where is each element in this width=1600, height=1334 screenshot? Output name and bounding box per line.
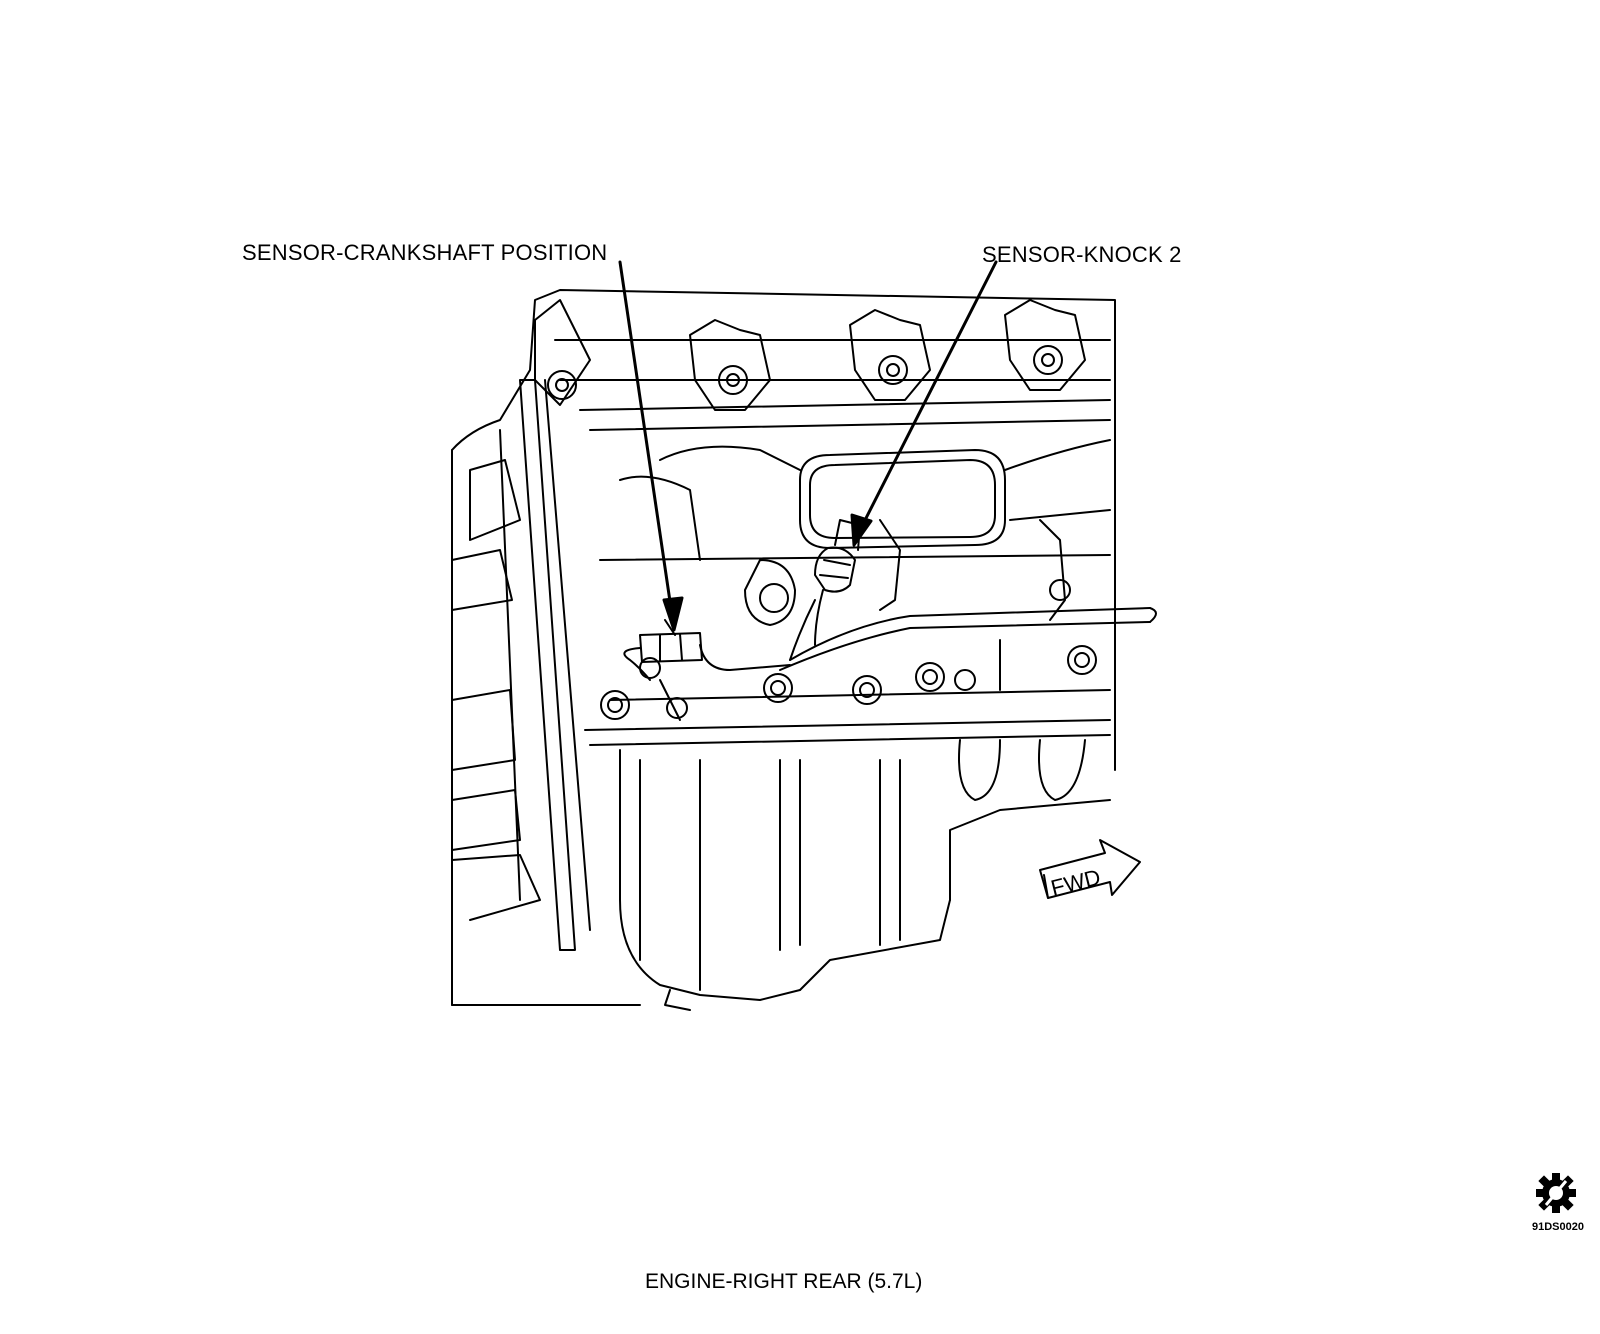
valve-cover <box>534 299 1111 431</box>
crankshaft-leader-line <box>618 260 674 617</box>
figure-caption: ENGINE-RIGHT REAR (5.7L) <box>645 1270 923 1293</box>
engine-block-outline <box>451 289 1116 1006</box>
knock-sensor-label: SENSOR-KNOCK 2 <box>982 242 1182 267</box>
oil-pan <box>619 739 1111 1011</box>
forward-arrow: FWD <box>1039 839 1141 901</box>
figure-id: 91DS0020 <box>1532 1221 1584 1233</box>
engine-block-side <box>584 475 1111 746</box>
crankshaft-leader-arrowhead <box>662 596 684 632</box>
intake-port <box>659 439 1111 549</box>
knock-leader-arrowhead <box>850 513 873 547</box>
gear-slash-icon <box>1536 1173 1576 1213</box>
wiring-harness <box>699 599 1157 671</box>
crankshaft-position-sensor <box>623 619 703 681</box>
knock-leader-line <box>858 260 998 532</box>
crankshaft-sensor-label: SENSOR-CRANKSHAFT POSITION <box>242 240 608 265</box>
callout-leaders <box>618 260 998 632</box>
